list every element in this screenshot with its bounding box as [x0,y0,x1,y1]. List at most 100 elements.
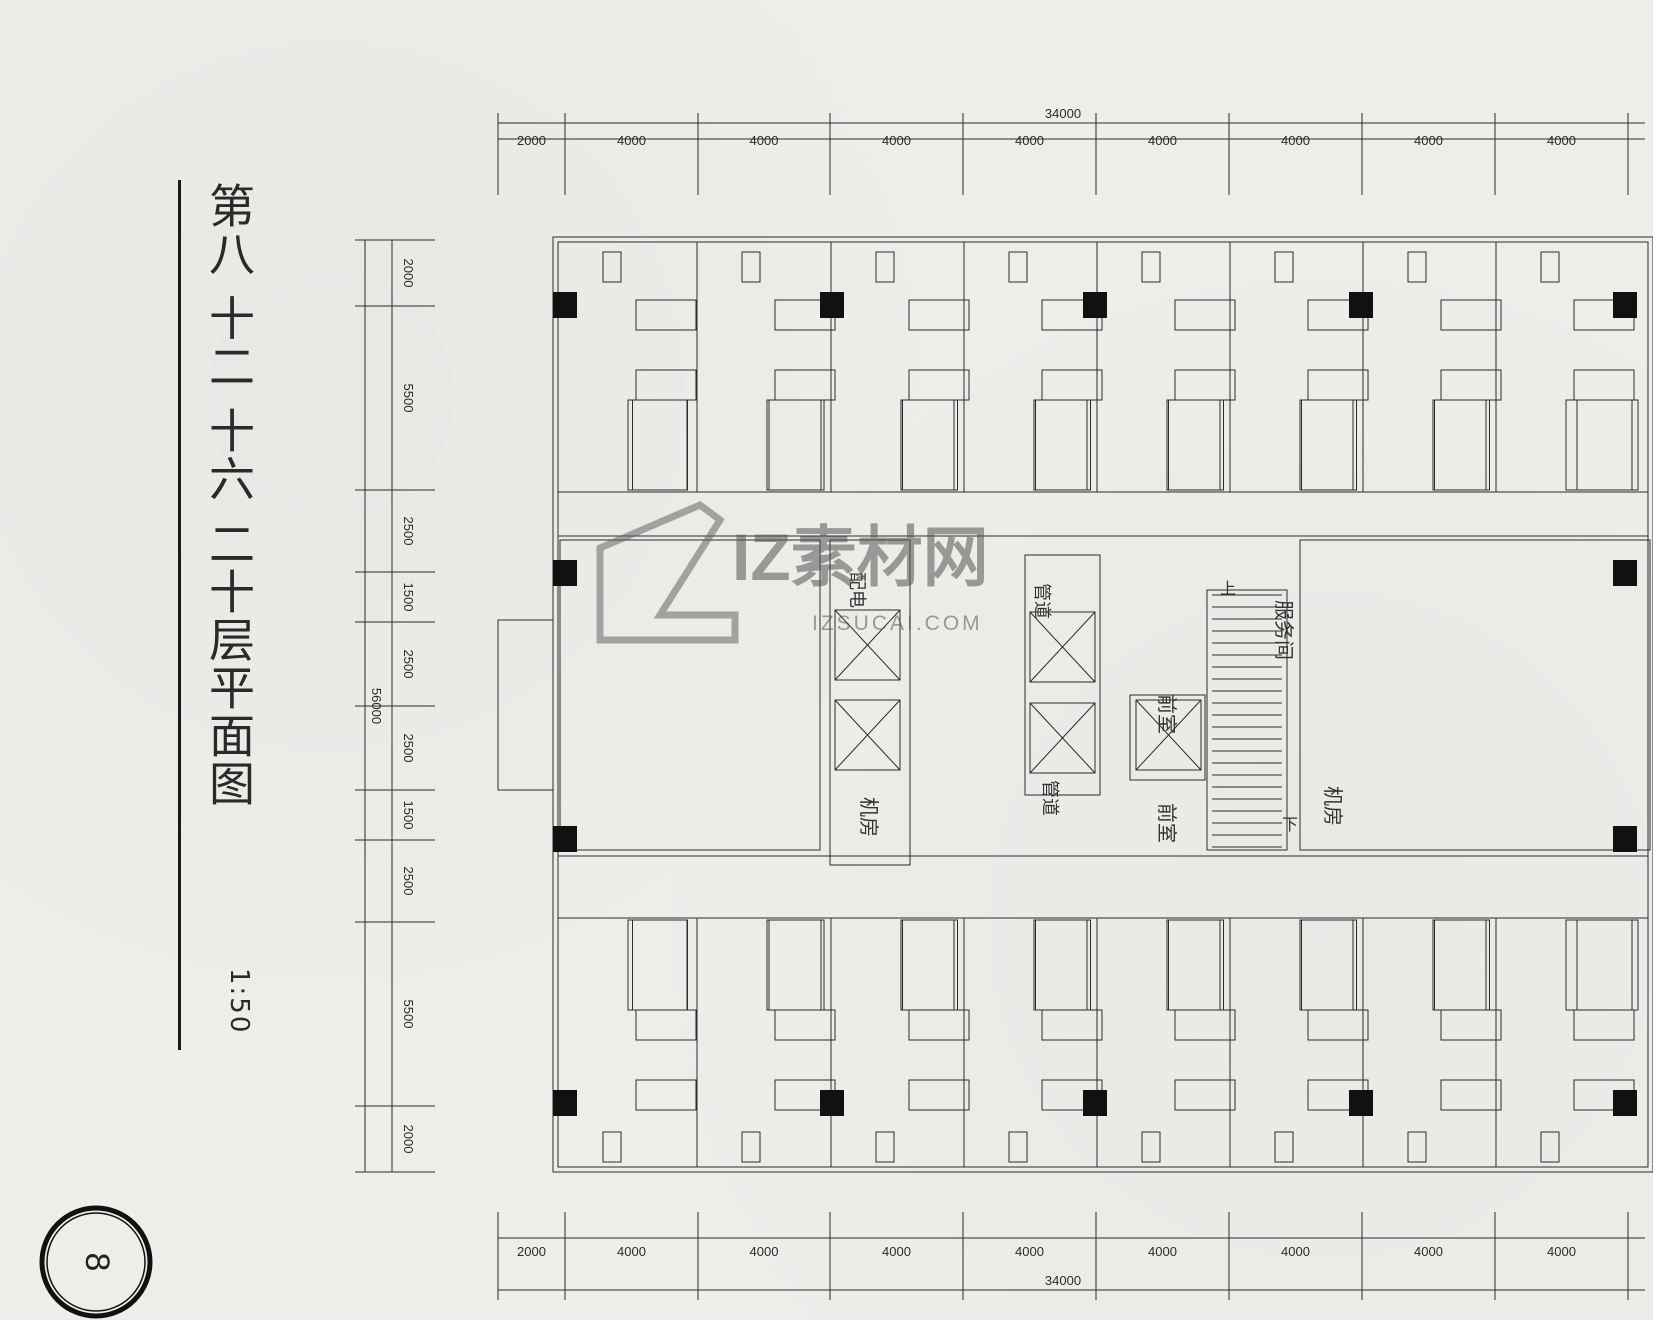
structural-column [1613,560,1637,586]
dim-bay-bottom: 4000 [750,1244,779,1259]
bed [1041,1009,1103,1041]
armchair [1008,251,1028,283]
bathroom [900,399,958,491]
bed [1440,369,1502,401]
armchair [1008,1131,1028,1163]
bathroom [1432,919,1490,1011]
dim-bay-left: 5500 [401,384,416,413]
structural-column [1613,292,1637,318]
bed [908,1079,970,1111]
east-wing [1299,539,1651,851]
service-elevator [1129,694,1206,781]
bathroom [1033,919,1091,1011]
room-label-service: 服务间 [1272,600,1295,660]
dim-bay-top: 4000 [1015,133,1044,148]
room-label-machine-room-left: 机房 [857,797,880,837]
dim-bay-bottom: 4000 [1547,1244,1576,1259]
bathroom [1168,919,1221,1011]
title-rule [178,180,181,1050]
core-left [829,539,911,866]
bed [1041,369,1103,401]
bathroom [1299,919,1357,1011]
structural-column [1613,826,1637,852]
watermark: IZ素材网 IZSUCAI.COM [596,500,989,644]
bed [1174,369,1236,401]
dim-bay-bottom: 4000 [617,1244,646,1259]
bed [635,369,697,401]
elevator-cross [834,609,901,681]
building-inner-outline [557,241,1649,1168]
building-outline [552,236,1653,1173]
room-label-pipe-shaft: 管道 [1032,583,1052,619]
bed [635,1009,697,1041]
dim-bay-bottom: 4000 [1148,1244,1177,1259]
dim-bay-top: 4000 [882,133,911,148]
bed [908,299,970,331]
dim-bay-top: 4000 [1148,133,1177,148]
dim-bay-left: 1500 [401,583,416,612]
bathroom [1576,399,1639,491]
stair-label-up: 上 [1220,580,1236,598]
bathroom [1035,919,1088,1011]
dim-bay-left: 2500 [401,734,416,763]
dim-bay-bottom: 4000 [1281,1244,1310,1259]
armchair [1407,251,1427,283]
bathroom [766,919,825,1011]
armchair [1540,251,1560,283]
bathroom [1301,919,1354,1011]
dim-bay-left: 5500 [401,1000,416,1029]
armchair [875,1131,895,1163]
bed [908,1009,970,1041]
armchair [602,251,622,283]
dim-bay-top: 2000 [517,133,546,148]
structural-column [1349,292,1373,318]
dim-bay-bottom: 4000 [1015,1244,1044,1259]
bed [774,369,836,401]
armchair [1540,1131,1560,1163]
bathroom [1434,399,1487,491]
structural-column [820,292,844,318]
bathroom [768,399,822,491]
dim-overall-bottom: 34000 [1045,1273,1081,1288]
bathroom [627,919,688,1011]
west-wing [559,539,821,851]
dim-bay-bottom: 4000 [882,1244,911,1259]
elevator-cross [1029,611,1096,683]
bathroom [1432,399,1490,491]
elevator-car [834,699,901,771]
sheet-number: 8 [78,1253,116,1272]
drawing-scale: 1:50 [192,968,254,1034]
drawing-title-text: 第八 十二 十六 二十层平面图 [202,182,256,808]
structural-column [1083,1090,1107,1116]
dim-bay-top: 4000 [1281,133,1310,148]
balcony [497,619,554,791]
bathroom [1565,399,1633,491]
elevator-cross [834,699,901,771]
bed [1307,1009,1369,1041]
dim-bay-left: 2000 [401,1125,416,1154]
bathroom [1576,919,1639,1011]
armchair [875,251,895,283]
elevator-car [834,609,901,681]
elevator-car [1029,702,1096,774]
room-label-front-room: 前室 [1155,694,1178,734]
armchair [1141,1131,1161,1163]
bed [1174,299,1236,331]
bed [1174,1009,1236,1041]
elevator-car [1029,611,1096,683]
dim-bay-left: 1500 [401,801,416,830]
bathroom [1434,919,1487,1011]
room-label-machine-room-right: 机房 [1321,786,1344,826]
dim-bay-left: 2500 [401,517,416,546]
room-label-pipe-shaft-2: 管道 [1040,780,1060,816]
dim-bay-top: 4000 [1414,133,1443,148]
bathroom [1166,919,1224,1011]
bathroom [1168,399,1221,491]
bed [908,369,970,401]
structural-column [553,292,577,318]
armchair [1141,251,1161,283]
armchair [1407,1131,1427,1163]
watermark-url: IZSUCAI.COM [812,612,983,635]
